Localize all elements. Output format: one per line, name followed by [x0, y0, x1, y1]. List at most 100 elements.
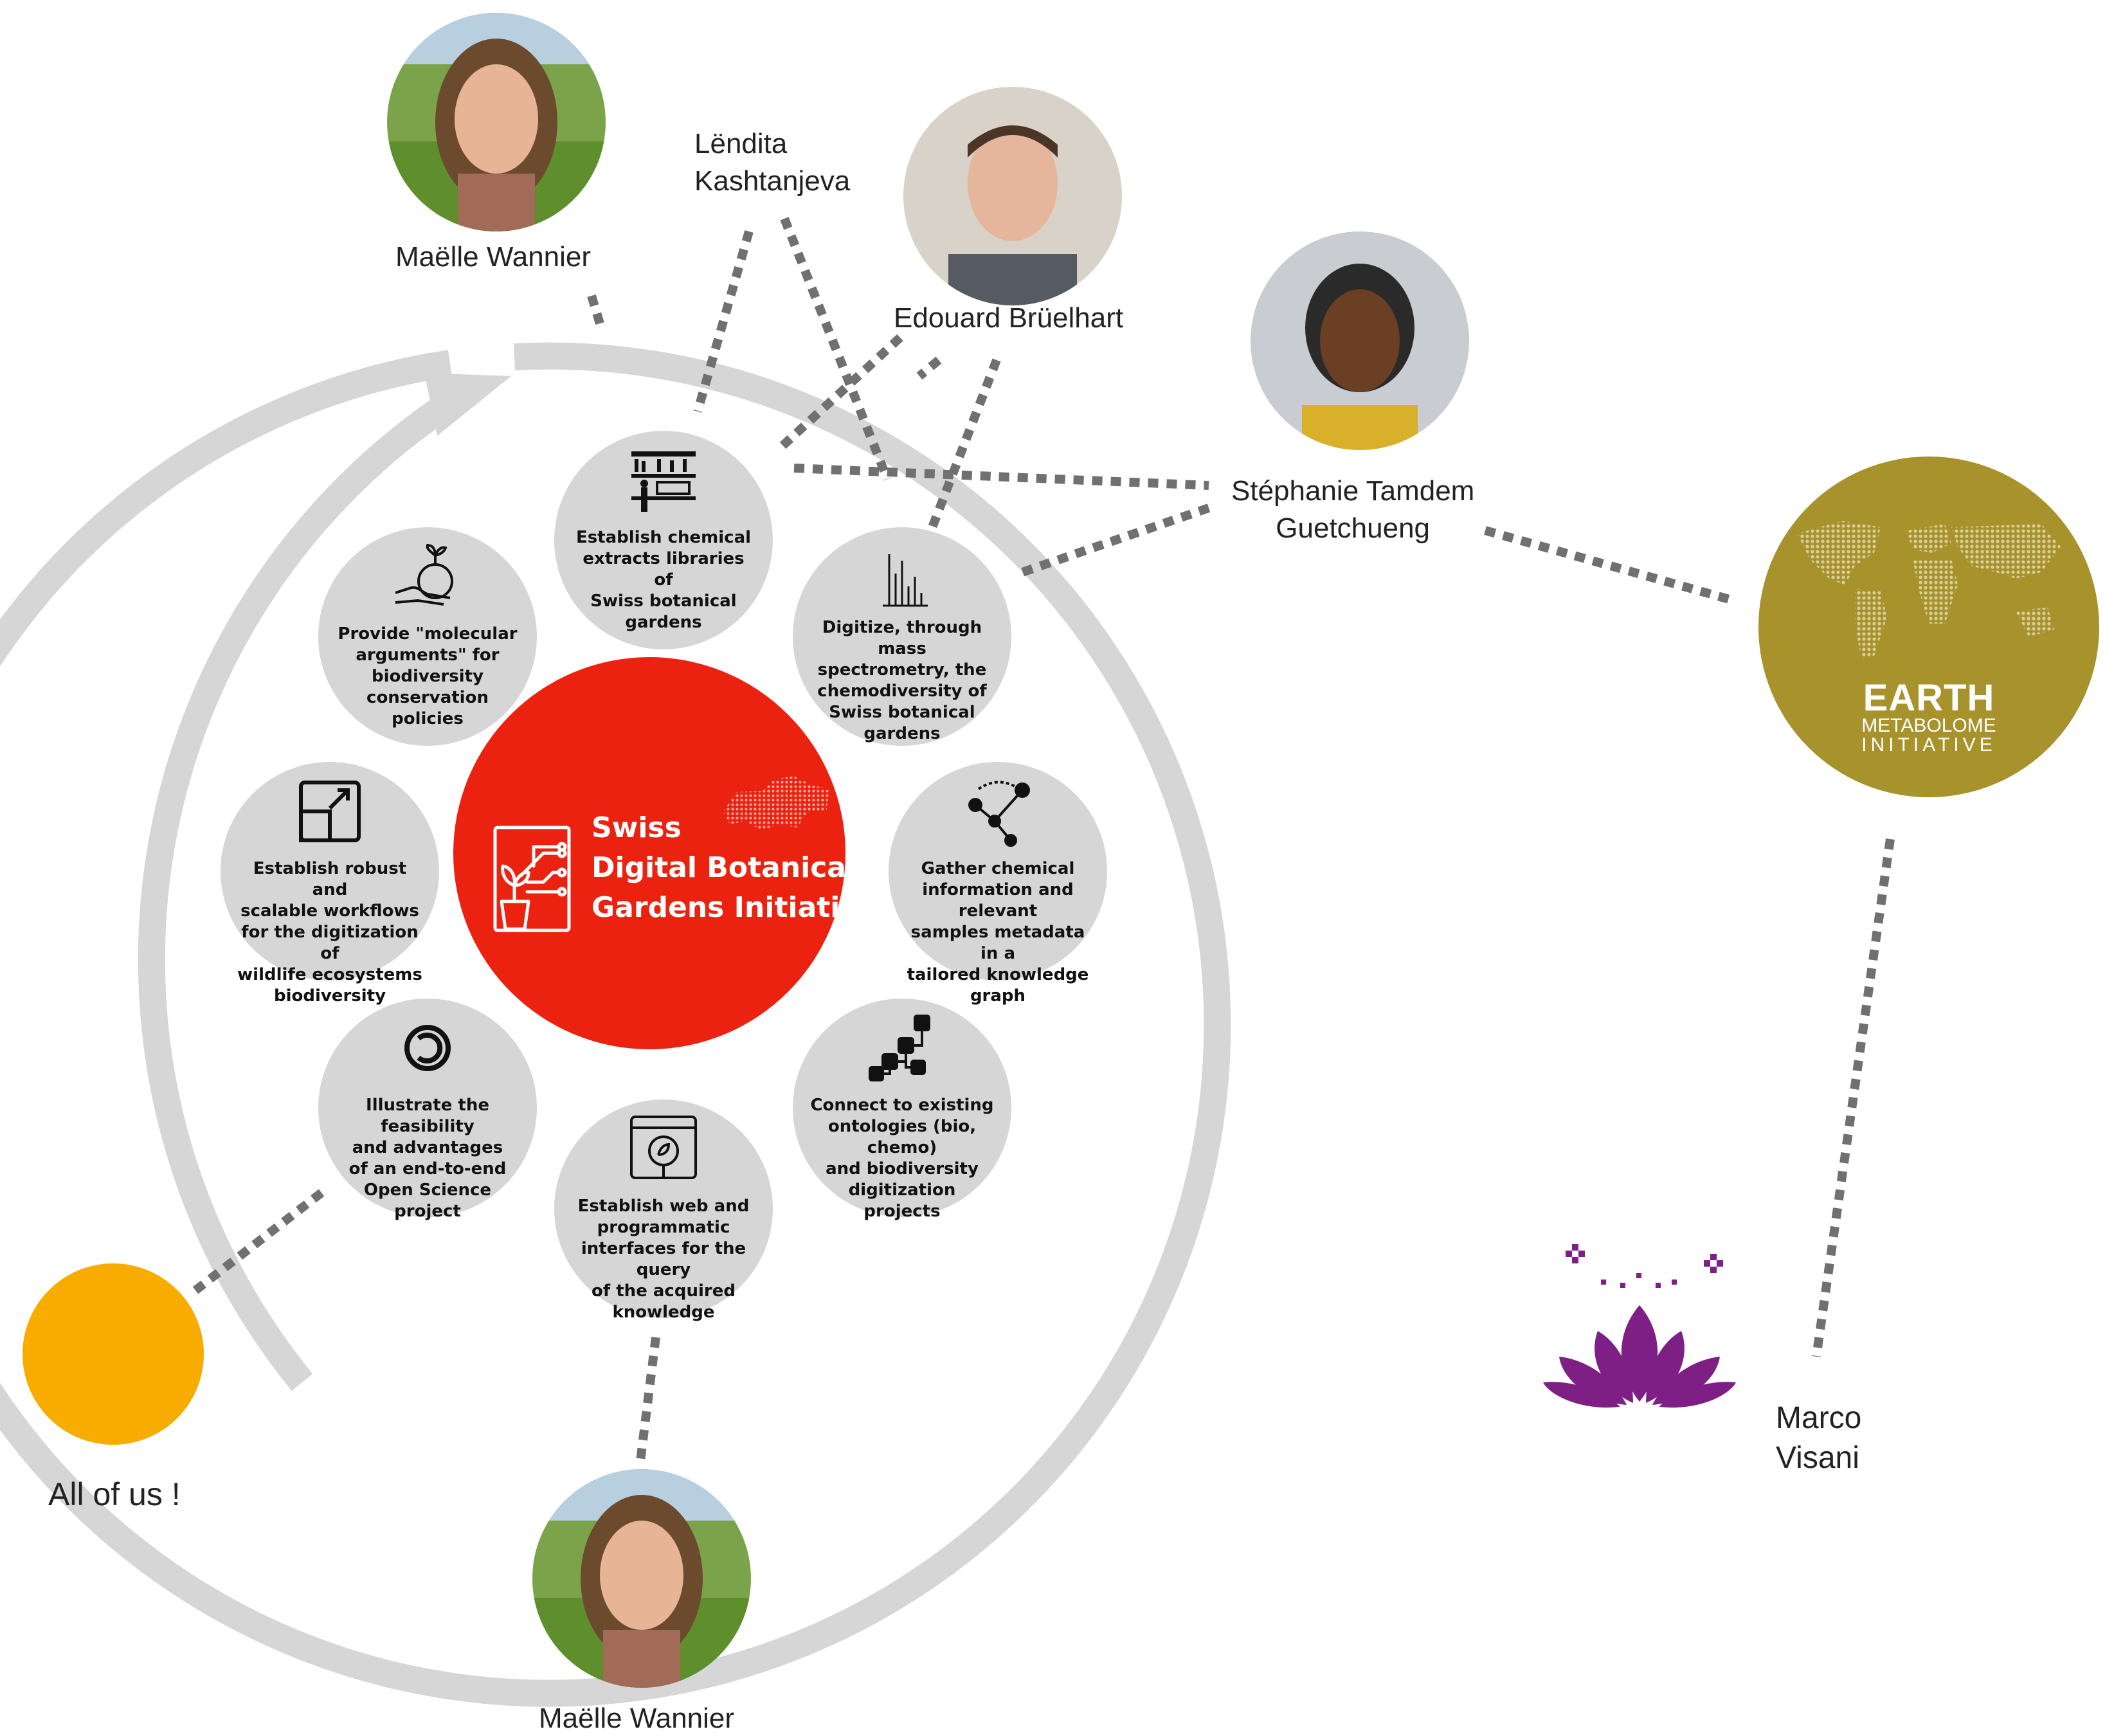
connector-lendita-a: [693, 230, 754, 413]
name-maelle-bottom: Maëlle Wannier: [539, 1703, 735, 1734]
text-line: and advantages: [352, 1138, 503, 1157]
name-marco: Marco Visani: [1776, 1398, 1861, 1478]
name-stephanie: Stéphanie Tamdem Guetchueng: [1231, 473, 1474, 547]
center-title-line-2: Digital Botanical: [592, 851, 856, 884]
text-line: chemodiversity of: [817, 682, 987, 701]
center-title: Swiss Digital Botanical Gardens Initiati…: [592, 808, 878, 928]
connector-maelle-top: [587, 294, 606, 330]
connector-stephanie-a: [793, 464, 1209, 490]
objective-open-science: Illustrate the feasibility and advantage…: [318, 999, 537, 1221]
connector-edouard-c: [928, 358, 1001, 529]
name-lendita: Lëndita Kashtanjeva: [694, 125, 850, 200]
text-line: gardens: [625, 613, 702, 632]
objective-workflows: Establish robust and scalable workflows …: [221, 762, 439, 1006]
connector-stephanie-emi: [1484, 526, 1737, 606]
text-line: projects: [863, 1202, 941, 1221]
emi-subtitle-2: INITIATIVE: [1861, 734, 1996, 755]
objective-mass-spectrometry: Digitize, through mass spectrometry, the…: [793, 527, 1011, 746]
text-line: arguments" for: [356, 646, 500, 665]
text-line: spectrometry, the: [817, 660, 987, 680]
expand-square-icon: [299, 781, 361, 842]
avatar-maelle-bottom: [532, 1469, 751, 1688]
text-line: interfaces for the query: [581, 1239, 746, 1279]
center-title-line-3: Gardens Initiative: [592, 891, 878, 924]
text-line: Establish chemical: [575, 528, 752, 547]
name-lendita-line-2: Kashtanjeva: [694, 165, 851, 197]
avatar-edouard: [903, 87, 1122, 305]
text-line: for the digitization of: [241, 923, 419, 963]
text-line: knowledge: [612, 1303, 715, 1322]
plant-circuit-icon: [493, 826, 571, 932]
text-line: biodiversity: [371, 667, 484, 686]
emi-title: EARTH: [1863, 677, 1995, 719]
text-line: and biodiversity: [826, 1159, 979, 1179]
text-line: digitization: [848, 1180, 956, 1200]
lab-shelves-icon: [631, 451, 696, 512]
name-marco-line-2: Visani: [1776, 1441, 1859, 1475]
text-line: Connect to existing: [810, 1096, 994, 1115]
world-map-icon: [1797, 521, 2061, 659]
objective-web-interfaces: Establish web and programmatic interface…: [554, 1099, 773, 1322]
earth-hand-icon: [395, 543, 453, 606]
text-line: Swiss botanical: [829, 703, 975, 722]
objective-ontologies: Connect to existing ontologies (bio, che…: [793, 999, 1011, 1221]
connector-stephanie-b: [1020, 503, 1211, 577]
text-line: gardens: [863, 724, 941, 743]
text-line: Digitize, through mass: [822, 618, 982, 658]
text-line: of the acquired: [592, 1281, 736, 1301]
text-line: wildlife ecosystems: [237, 965, 422, 984]
name-maelle-top: Maëlle Wannier: [395, 241, 592, 273]
text-line: ontologies (bio, chemo): [827, 1117, 977, 1157]
objective-knowledge-graph: Gather chemical information and relevant…: [889, 762, 1107, 1006]
ontology-network-icon: [869, 1015, 930, 1081]
text-line: samples metadata in a: [910, 923, 1085, 963]
connector-all: [190, 1189, 325, 1296]
objective-chemical-libraries: Establish chemical extracts libraries of…: [554, 431, 773, 649]
text-line: programmatic: [597, 1218, 730, 1237]
name-lendita-line-1: Lëndita: [694, 128, 788, 159]
all-of-us-circle: [23, 1263, 204, 1445]
name-marco-line-1: Marco: [1776, 1401, 1862, 1435]
center-initiative: Swiss Digital Botanical Gardens Initiati…: [453, 657, 878, 1049]
text-line: Establish web and: [577, 1197, 750, 1216]
connector-maelle-bottom: [635, 1337, 660, 1467]
text-line: graph: [970, 986, 1026, 1006]
text-line: Swiss botanical: [590, 592, 737, 611]
avatar-stephanie: [1251, 231, 1469, 450]
text-line: scalable workflows: [240, 901, 419, 921]
text-line: Gather chemical: [921, 859, 1075, 878]
cycle-ring: [0, 342, 1231, 1707]
text-line: Illustrate the feasibility: [366, 1096, 489, 1136]
text-line: policies: [392, 709, 464, 728]
switzerland-map-icon: [723, 776, 829, 831]
center-title-line-1: Swiss: [592, 811, 682, 844]
name-stephanie-line-1: Stéphanie Tamdem: [1231, 475, 1475, 507]
text-line: extracts libraries of: [583, 549, 745, 590]
text-line: project: [394, 1202, 461, 1221]
cycle-arrow-head: [424, 373, 511, 436]
lotus-logo-icon: [1543, 1244, 1736, 1408]
emi-logo: EARTH METABOLOME INITIATIVE: [1758, 457, 2099, 797]
connector-lendita-b: [780, 217, 892, 481]
text-line: Open Science: [363, 1180, 492, 1200]
copyleft-icon: [404, 1025, 451, 1071]
mass-spectrum-icon: [883, 554, 928, 607]
text-line: Establish robust and: [253, 859, 407, 900]
objective-molecular-arguments: Provide "molecular arguments" for biodiv…: [318, 527, 537, 746]
connector-edouard-a: [775, 334, 903, 454]
web-search-icon: [630, 1116, 697, 1179]
avatar-maelle-top: [387, 13, 606, 231]
emi-subtitle-1: METABOLOME: [1861, 715, 1996, 736]
connector-edouard-b: [916, 356, 942, 380]
text-line: information and relevant: [922, 880, 1074, 921]
name-edouard: Edouard Brüelhart: [894, 302, 1124, 334]
name-stephanie-line-2: Guetchueng: [1276, 512, 1431, 544]
text-line: conservation: [366, 688, 489, 707]
connector-emi-marco: [1812, 838, 1895, 1357]
text-line: of an end-to-end: [348, 1159, 507, 1179]
text-line: Provide "molecular: [338, 624, 518, 644]
all-of-us-label: All of us !: [48, 1476, 181, 1512]
text-line: biodiversity: [273, 986, 386, 1006]
